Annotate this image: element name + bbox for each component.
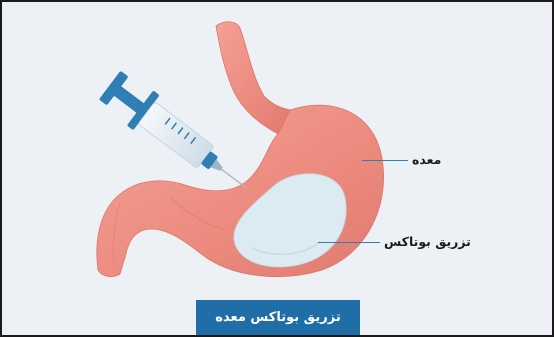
botox-injection-label: تزریق بوتاکس <box>384 235 471 249</box>
caption-text: تزریق بوتاکس معده <box>215 310 340 325</box>
botox-leader-line <box>318 242 380 243</box>
caption-banner: تزریق بوتاکس معده <box>196 300 360 335</box>
stomach-leader-line <box>362 160 408 161</box>
stomach-label: معده <box>412 153 441 167</box>
